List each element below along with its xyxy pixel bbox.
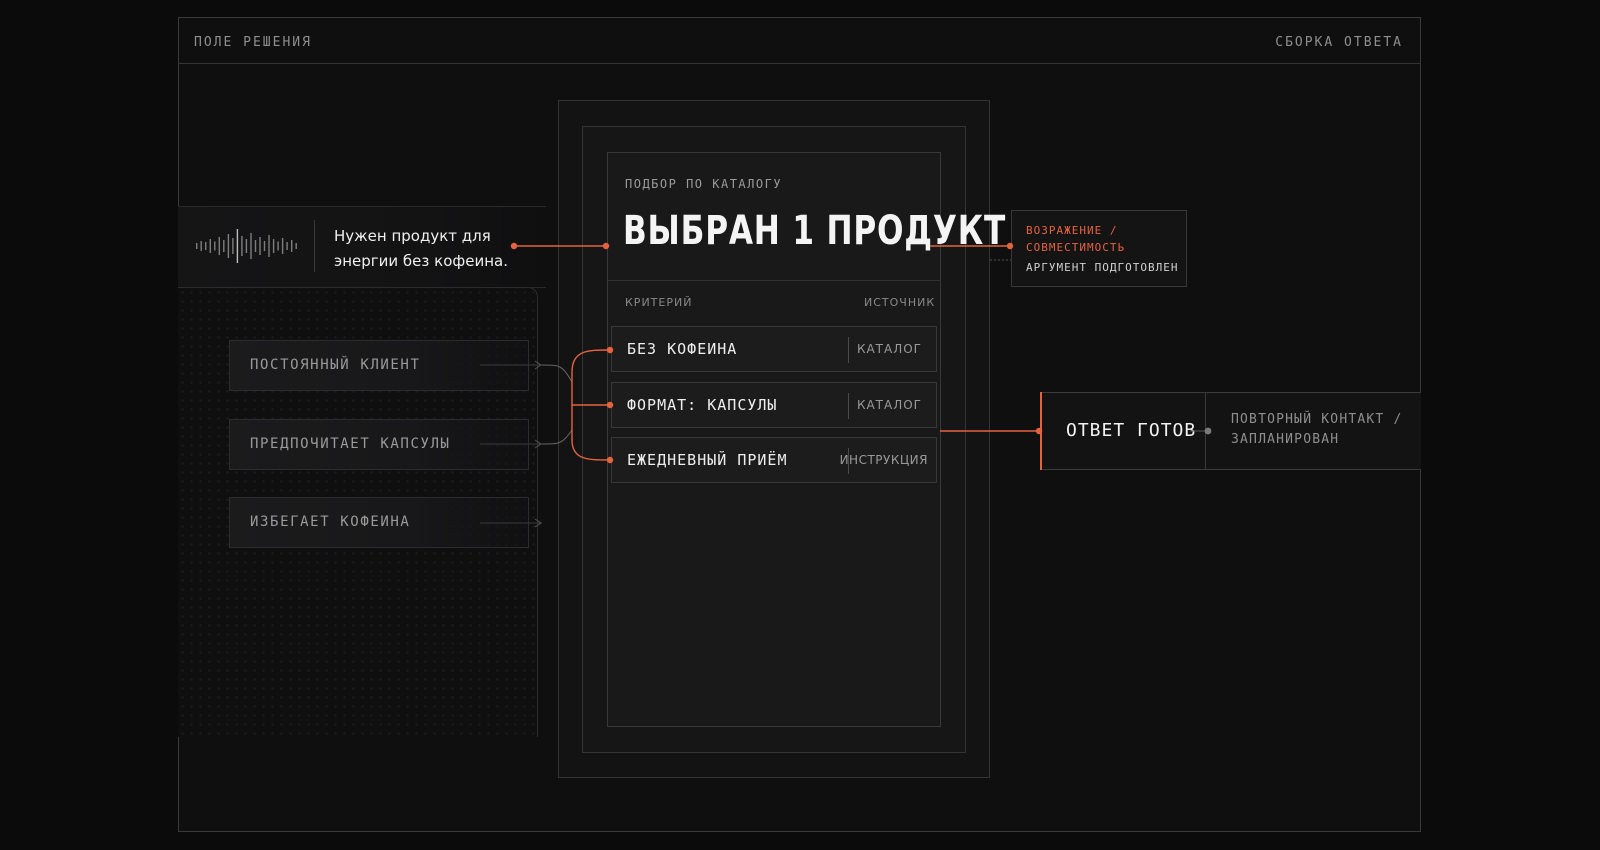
criterion-row[interactable]: ФОРМАТ: КАПСУЛЫ КАТАЛОГ — [611, 382, 937, 428]
criterion-name: БЕЗ КОФЕИНА — [627, 340, 738, 358]
catalog-result-title: ВЫБРАН 1 ПРОДУКТ — [623, 208, 1007, 254]
criterion-row[interactable]: ЕЖЕДНЕВНЫЙ ПРИЁМ ИНСТРУКЦИЯ — [611, 437, 937, 483]
objection-status: АРГУМЕНТ ПОДГОТОВЛЕН — [1026, 261, 1179, 274]
profile-attribute-regular-customer[interactable]: ПОСТОЯННЫЙ КЛИЕНТ — [229, 340, 529, 391]
profile-attribute-prefers-capsules[interactable]: ПРЕДПОЧИТАЕТ КАПСУЛЫ — [229, 419, 529, 470]
criterion-name: ЕЖЕДНЕВНЫЙ ПРИЁМ — [627, 451, 788, 469]
customer-request-text: Нужен продукт для энергии без кофеина. — [334, 227, 508, 270]
answer-ready-label: ОТВЕТ ГОТОВ — [1066, 420, 1197, 441]
field-label: ПОЛЕ РЕШЕНИЯ — [194, 35, 312, 50]
request-divider — [314, 220, 315, 272]
assembly-label: СБОРКА ОТВЕТА — [1275, 35, 1403, 50]
criterion-source: КАТАЛОГ — [856, 398, 922, 412]
followup-status: ПОВТОРНЫЙ КОНТАКТ / ЗАПЛАНИРОВАН — [1231, 412, 1403, 447]
profile-attribute-avoids-caffeine[interactable]: ИЗБЕГАЕТ КОФЕИНА — [229, 497, 529, 548]
header-divider — [178, 63, 1421, 64]
criteria-column-header: КРИТЕРИЙ — [625, 296, 693, 309]
catalog-eyebrow: ПОДБОР ПО КАТАЛОГУ — [625, 177, 783, 191]
voice-waveform-icon — [196, 229, 297, 263]
source-column-header: ИСТОЧНИК — [864, 296, 936, 309]
row-divider — [848, 337, 849, 363]
answer-divider — [1205, 392, 1206, 470]
objection-card[interactable] — [1011, 210, 1187, 287]
criterion-source: ИНСТРУКЦИЯ — [839, 453, 928, 467]
catalog-header-divider — [608, 280, 940, 281]
objection-title: ВОЗРАЖЕНИЕ / СОВМЕСТИМОСТЬ — [1026, 224, 1126, 254]
row-divider — [848, 448, 849, 474]
customer-request-card[interactable] — [178, 206, 546, 288]
criterion-source: КАТАЛОГ — [856, 342, 922, 356]
row-divider — [848, 393, 849, 419]
criterion-name: ФОРМАТ: КАПСУЛЫ — [627, 396, 778, 414]
criterion-row[interactable]: БЕЗ КОФЕИНА КАТАЛОГ — [611, 326, 937, 372]
answer-accent-bar — [1040, 392, 1042, 470]
answer-ready-band[interactable] — [1041, 392, 1421, 470]
